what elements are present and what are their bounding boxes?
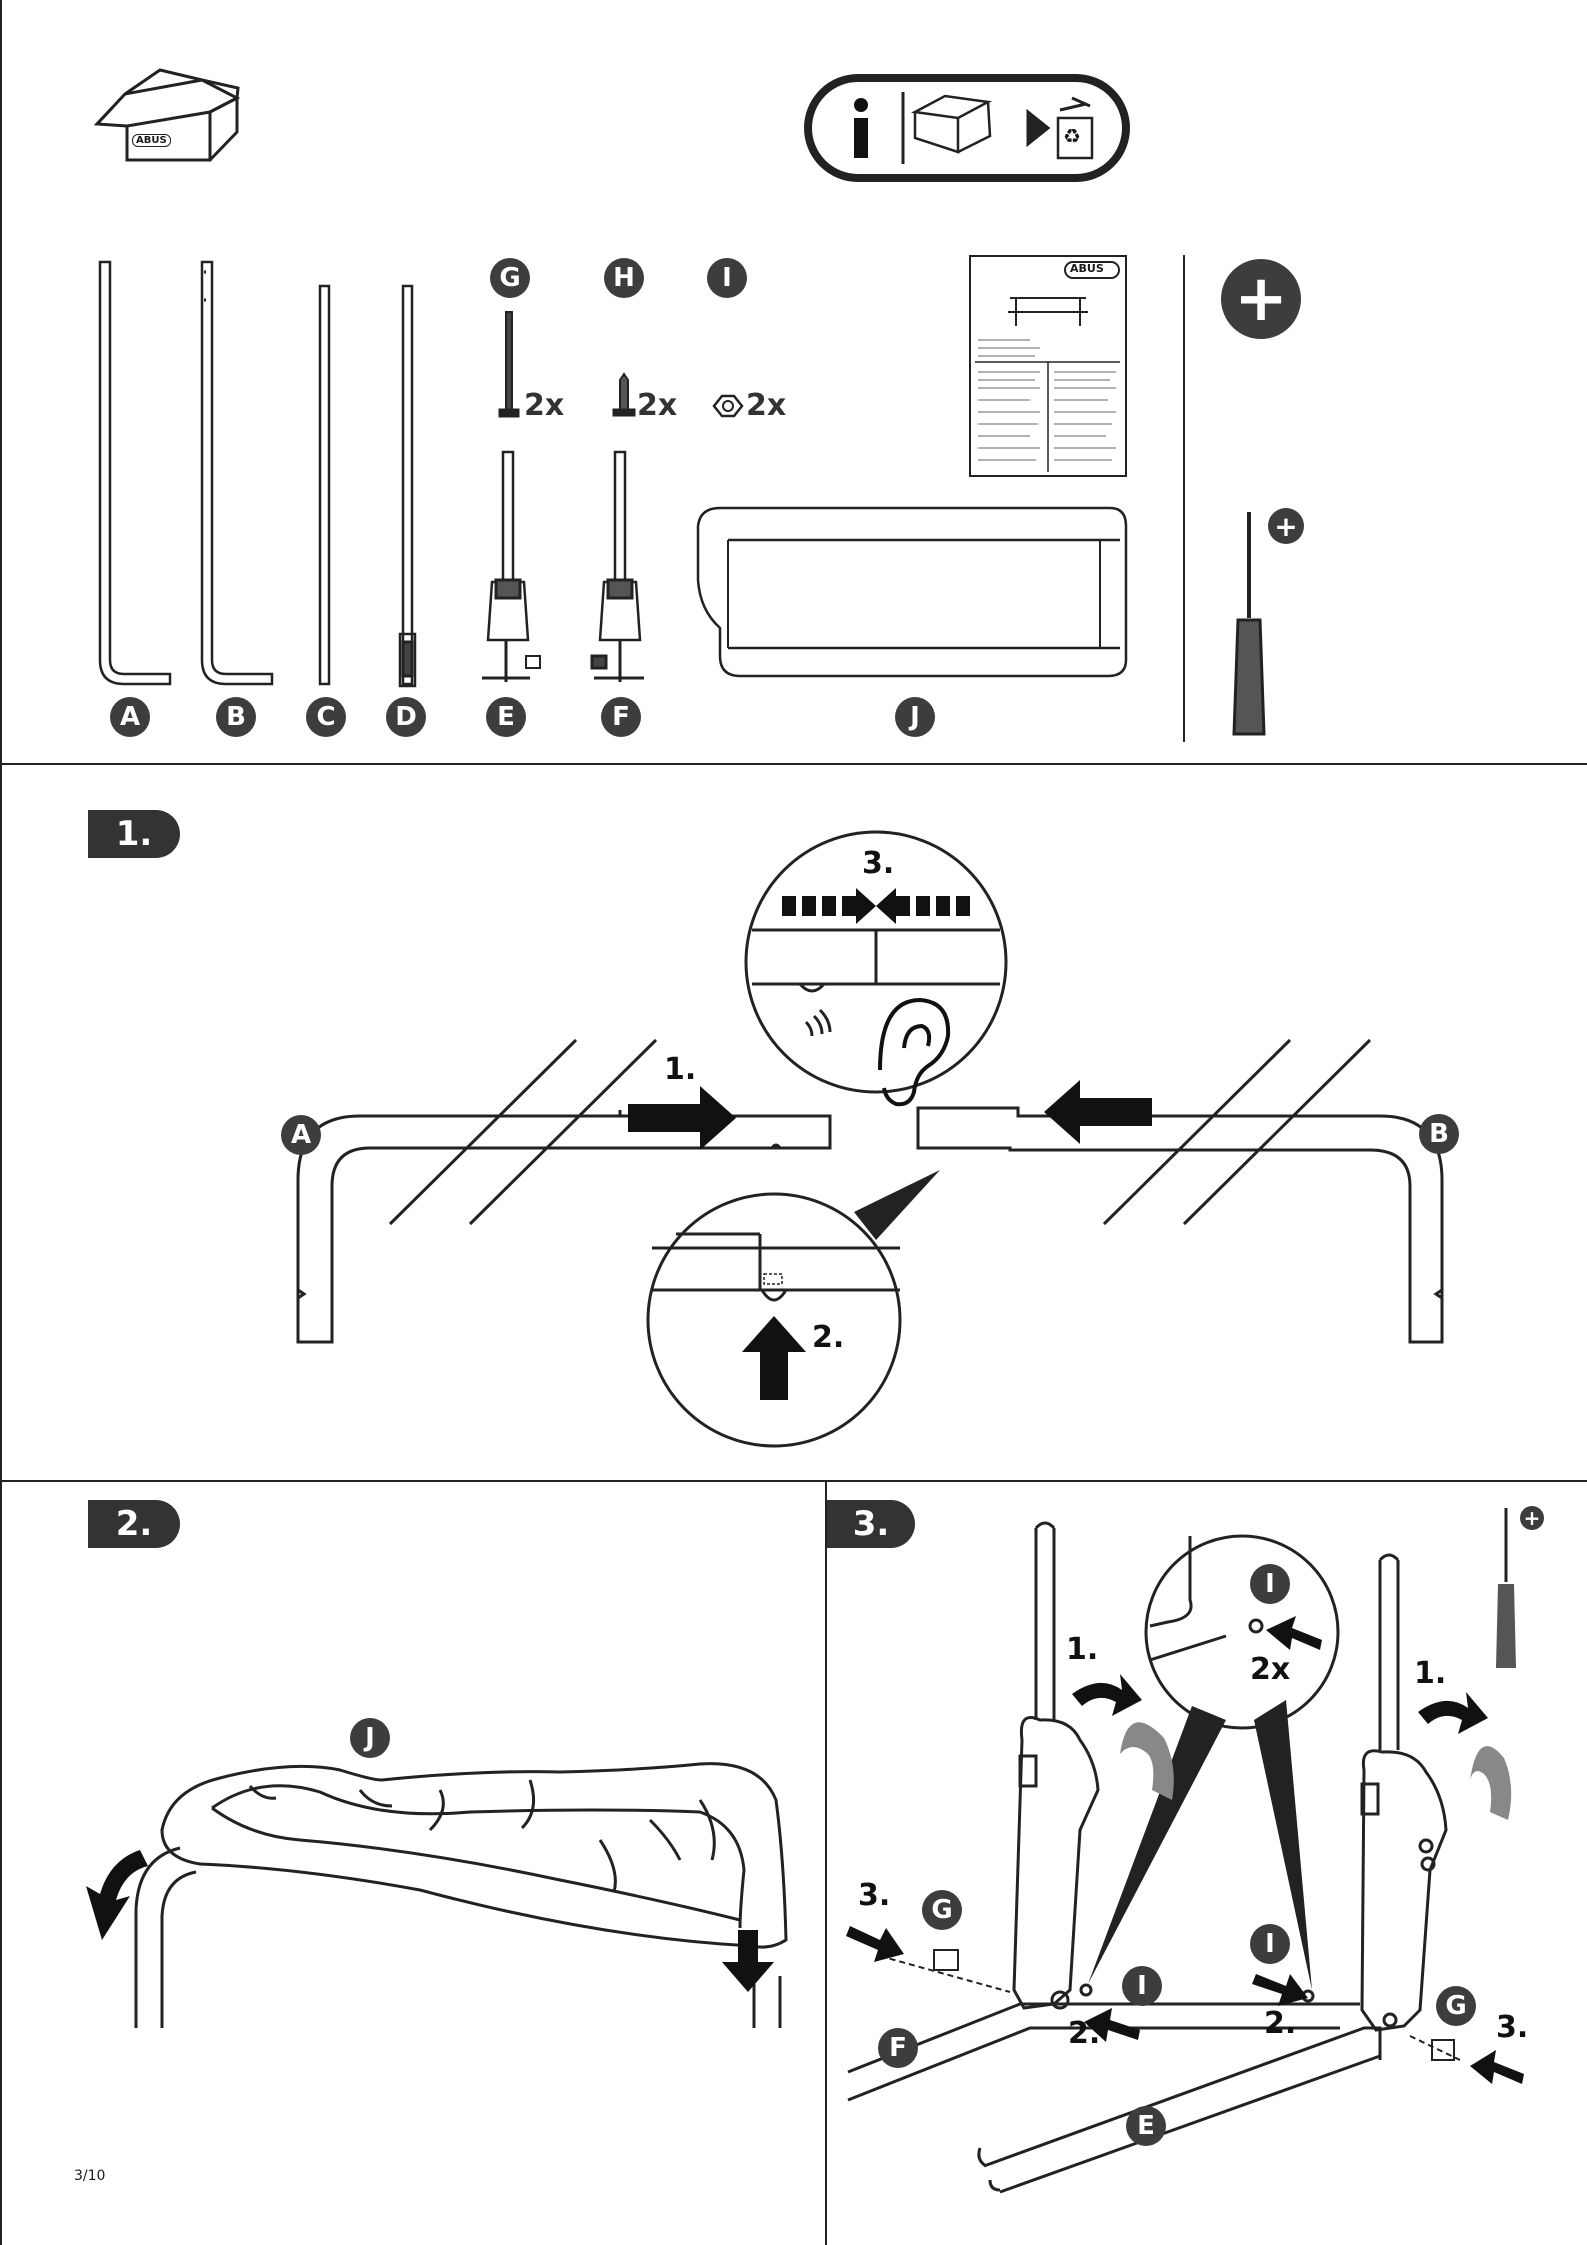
sub-step-2-right: 2.: [1264, 2006, 1296, 2041]
plus-icon-step3: +: [1520, 1506, 1544, 1530]
qty-i-zoom: 2x: [1250, 1652, 1290, 1687]
sub-step-3-left: 3.: [858, 1878, 890, 1913]
hw-label-i-right: I: [1250, 1924, 1290, 1964]
page-number: 3/10: [74, 2168, 105, 2184]
hw-label-g-left: G: [922, 1890, 962, 1930]
sub-step-3-right: 3.: [1496, 2010, 1528, 2045]
hw-label-i-zoom: I: [1250, 1564, 1290, 1604]
sub-step-1-right: 1.: [1414, 1656, 1446, 1691]
hw-label-i-left: I: [1122, 1966, 1162, 2006]
part-label-e-step3: E: [1126, 2106, 1166, 2146]
sub-step-1-left: 1.: [1066, 1632, 1098, 1667]
hw-label-g-right: G: [1436, 1986, 1476, 2026]
part-label-f-step3: F: [878, 2028, 918, 2068]
sub-step-2-left: 2.: [1068, 2016, 1100, 2051]
